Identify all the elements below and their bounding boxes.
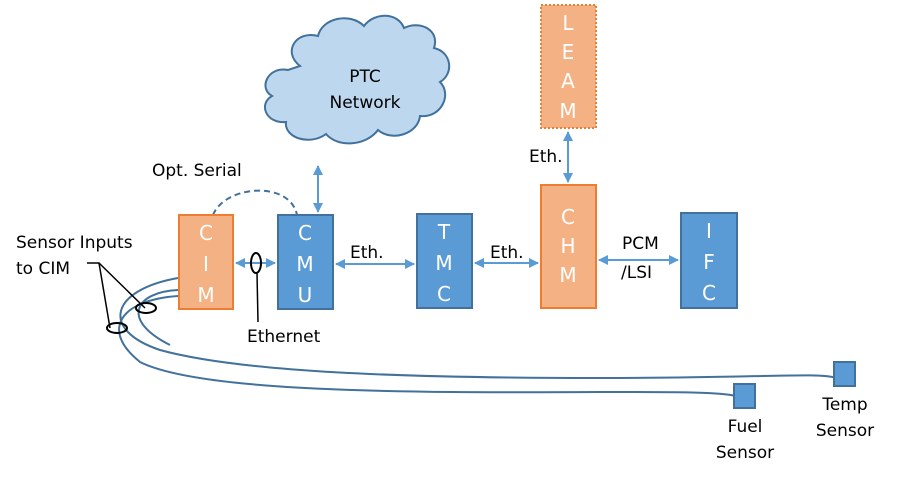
chm-letter: H bbox=[560, 234, 575, 258]
network-label: Network bbox=[330, 93, 401, 113]
tmc-box: T M C bbox=[416, 213, 473, 309]
leam-letter: E bbox=[562, 40, 575, 64]
ethernet-callout-line bbox=[256, 272, 259, 323]
temp-label-2: Sensor bbox=[816, 421, 874, 441]
temp-sensor bbox=[833, 361, 856, 387]
ifc-letter: C bbox=[702, 281, 716, 305]
temp-label-1: Temp bbox=[821, 395, 867, 415]
leam-letter: L bbox=[562, 11, 574, 35]
chm-box: C H M bbox=[540, 184, 597, 309]
cim-letter: C bbox=[199, 221, 213, 245]
leam-letter: M bbox=[559, 99, 576, 123]
cim-letter: I bbox=[203, 252, 209, 276]
cmu-letter: M bbox=[296, 252, 313, 276]
chm-letter: C bbox=[561, 205, 575, 229]
chm-letter: M bbox=[559, 263, 576, 287]
cim-box: C I M bbox=[178, 214, 234, 310]
ptc-network-cloud: PTC Network bbox=[264, 14, 450, 145]
fuel-label-2: Sensor bbox=[716, 443, 774, 463]
fuel-sensor-cable bbox=[118, 295, 737, 397]
cable-inner bbox=[137, 289, 179, 346]
ifc-box: I F C bbox=[680, 212, 738, 309]
cim-letter: M bbox=[197, 283, 214, 307]
ethernet-label: Ethernet bbox=[247, 327, 321, 347]
cmu-letter: U bbox=[298, 283, 313, 307]
sensor-inputs-callout bbox=[87, 262, 157, 334]
leam-box: L E A M bbox=[540, 4, 597, 129]
sensor-cables bbox=[118, 277, 837, 397]
fuel-label-1: Fuel bbox=[728, 417, 763, 437]
ptc-label: PTC bbox=[349, 67, 381, 87]
tmc-letter: T bbox=[437, 220, 451, 244]
fuel-sensor bbox=[733, 383, 756, 409]
eth-cmu-tmc-label: Eth. bbox=[350, 243, 384, 263]
eth-leam-chm-label: Eth. bbox=[529, 147, 563, 167]
ifc-letter: F bbox=[703, 250, 715, 274]
tmc-letter: M bbox=[435, 251, 452, 275]
cmu-box: C M U bbox=[277, 214, 334, 310]
pcm-label: PCM bbox=[622, 234, 659, 254]
sensor-inputs-label-1: Sensor Inputs bbox=[16, 233, 133, 253]
tmc-letter: C bbox=[437, 282, 451, 306]
opt-serial-label: Opt. Serial bbox=[152, 161, 242, 181]
ifc-letter: I bbox=[706, 219, 712, 243]
cloud-shape bbox=[264, 14, 450, 145]
opt-serial-link bbox=[212, 189, 298, 216]
eth-tmc-chm-label: Eth. bbox=[490, 243, 524, 263]
lsi-label: /LSI bbox=[621, 263, 652, 283]
sensor-inputs-label-2: to CIM bbox=[16, 259, 70, 279]
leam-letter: A bbox=[561, 69, 575, 93]
ethernet-callout-ring bbox=[250, 252, 262, 274]
cmu-letter: C bbox=[298, 221, 312, 245]
